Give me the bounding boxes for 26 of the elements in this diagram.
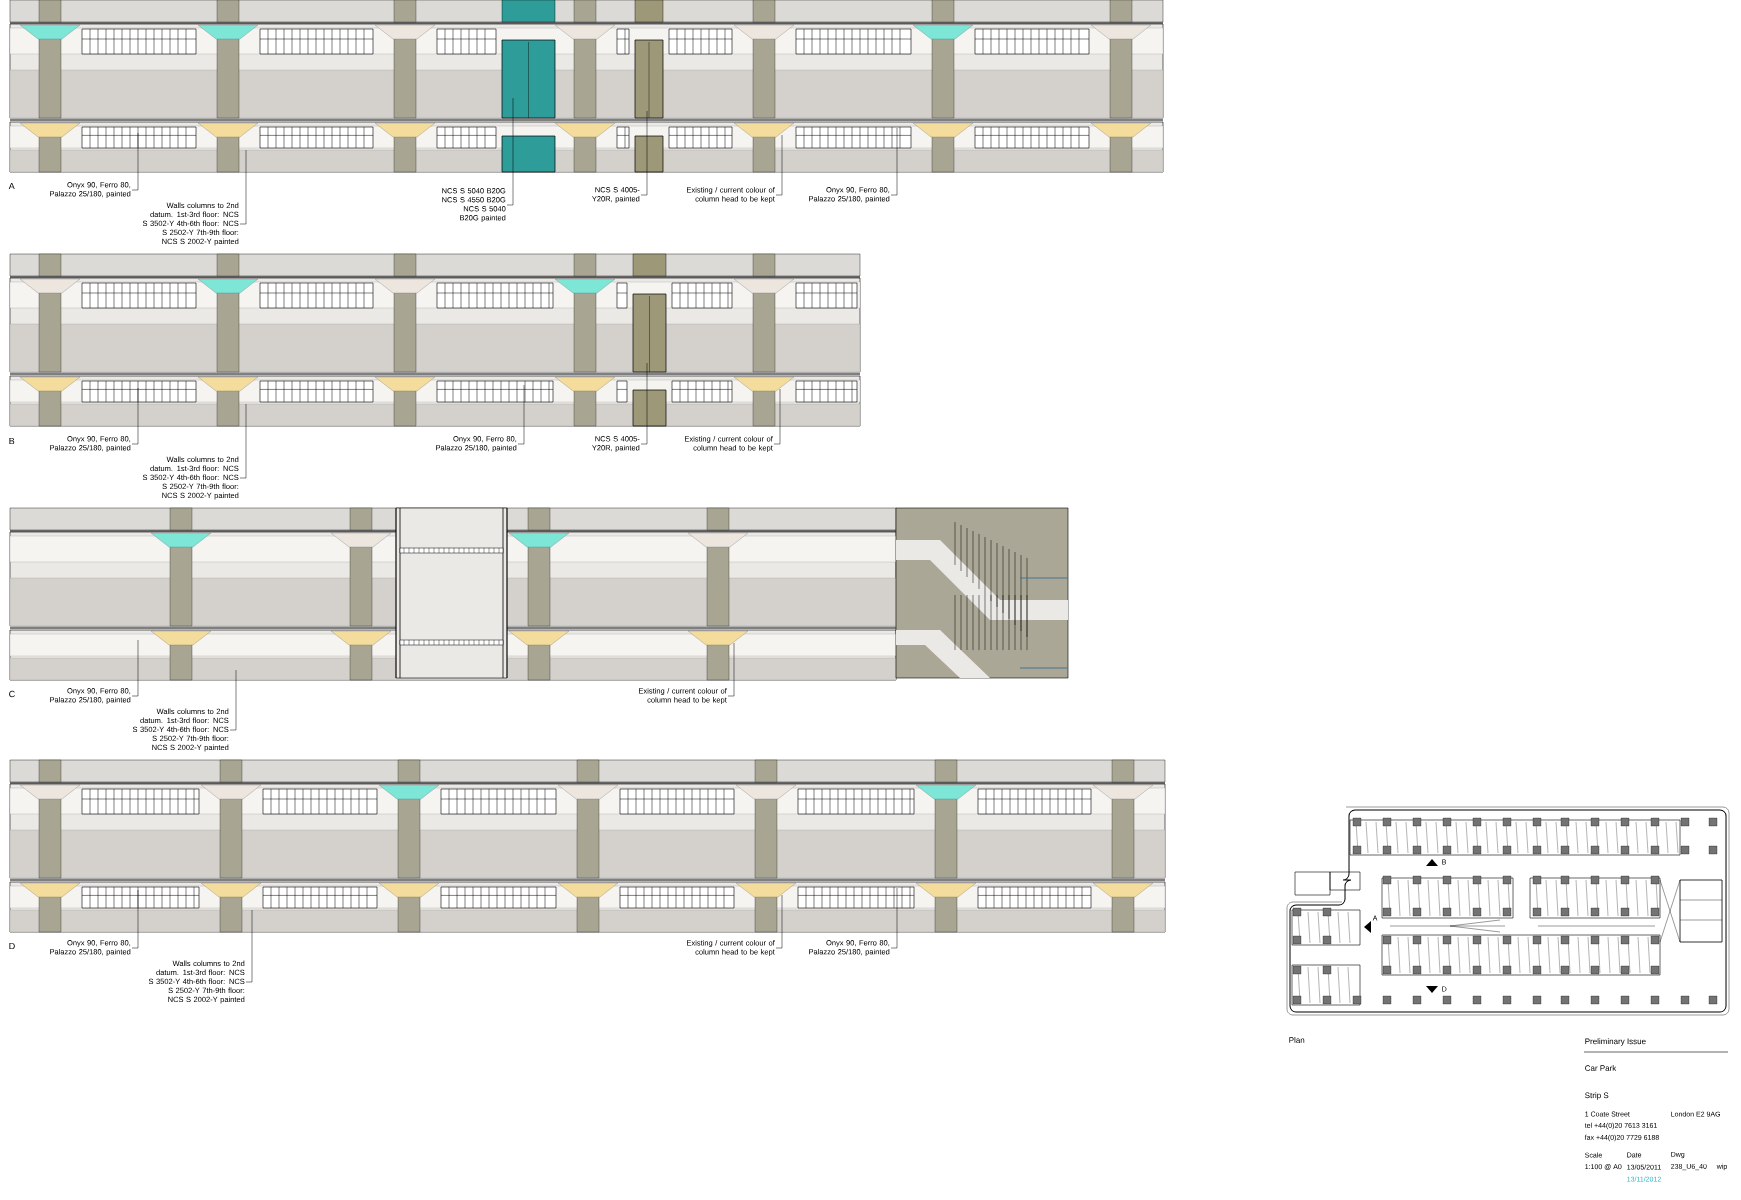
leader-line xyxy=(517,384,525,445)
leader-line xyxy=(640,362,648,445)
section-letter: C xyxy=(9,690,15,698)
section-letter: A xyxy=(8,182,15,190)
issue-status: Preliminary Issue xyxy=(1585,1038,1646,1046)
leader-line xyxy=(775,894,783,949)
leader-line xyxy=(229,669,237,731)
leader-line xyxy=(773,388,781,445)
leader-line xyxy=(890,127,898,196)
section-letter: B xyxy=(9,437,15,445)
leader-line xyxy=(131,639,139,697)
leader-line xyxy=(890,887,898,949)
leader-line xyxy=(131,889,139,949)
leader-line xyxy=(727,642,735,697)
leader-line xyxy=(775,134,783,196)
leader-line xyxy=(239,149,247,225)
leader-line xyxy=(245,909,253,983)
leader-line xyxy=(506,97,514,206)
project-name: Strip S xyxy=(1585,1092,1609,1100)
leader-line xyxy=(239,403,247,479)
leader-line xyxy=(131,387,139,445)
drawing-title: Car Park xyxy=(1585,1065,1617,1071)
leader-line xyxy=(131,132,139,191)
leader-line xyxy=(640,110,648,196)
section-letter: D xyxy=(9,942,15,950)
plan-title: Plan xyxy=(1289,1037,1305,1043)
